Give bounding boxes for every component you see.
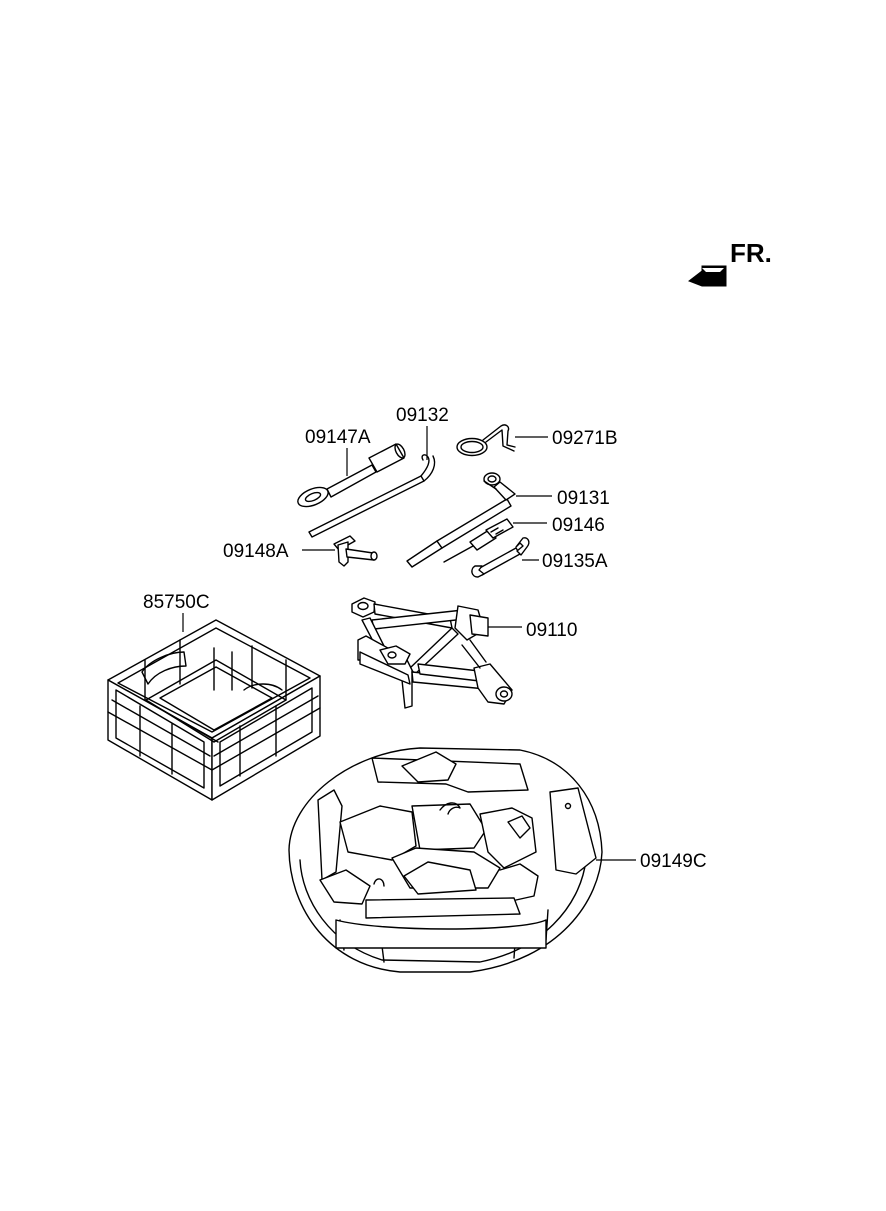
part-number-09110[interactable]: 09110 bbox=[526, 620, 577, 641]
part-number-85750C[interactable]: 85750C bbox=[143, 592, 210, 613]
part-number-09135A[interactable]: 09135A bbox=[542, 551, 608, 572]
part-labels: 09147A 09132 09271B 09131 09146 09148A 0… bbox=[143, 405, 707, 872]
front-direction-indicator: FR. bbox=[687, 238, 772, 287]
scissor-jack-icon[interactable] bbox=[351, 597, 513, 709]
part-number-09271B[interactable]: 09271B bbox=[552, 428, 618, 449]
part-number-09147A[interactable]: 09147A bbox=[305, 427, 371, 448]
storage-tray-icon[interactable] bbox=[107, 619, 321, 801]
t-handle-wrench-icon[interactable] bbox=[333, 535, 378, 567]
foam-tool-case-icon[interactable] bbox=[288, 747, 603, 973]
jack-handle-icon[interactable] bbox=[308, 454, 436, 538]
screwdriver-icon[interactable] bbox=[443, 518, 514, 563]
part-number-09148A[interactable]: 09148A bbox=[223, 541, 289, 562]
hook-ring-icon[interactable] bbox=[456, 424, 516, 457]
part-number-09132[interactable]: 09132 bbox=[396, 405, 449, 426]
tow-hook-icon[interactable] bbox=[295, 443, 407, 511]
part-number-09146[interactable]: 09146 bbox=[552, 515, 605, 536]
part-number-09131[interactable]: 09131 bbox=[557, 488, 610, 509]
lug-wrench-icon[interactable] bbox=[406, 472, 516, 568]
spanner-icon[interactable] bbox=[471, 537, 530, 578]
front-direction-label: FR. bbox=[730, 238, 772, 268]
part-number-09149C[interactable]: 09149C bbox=[640, 851, 707, 872]
leader-lines bbox=[182, 426, 636, 861]
